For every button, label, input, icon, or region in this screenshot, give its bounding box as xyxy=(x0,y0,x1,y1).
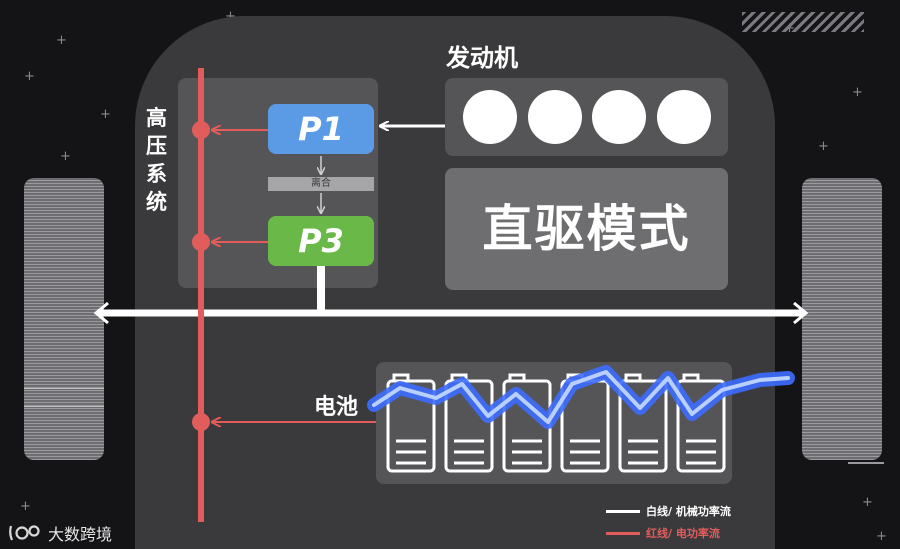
circle-icon xyxy=(463,90,517,144)
battery-cell-icon xyxy=(444,373,494,473)
circle-icon xyxy=(657,90,711,144)
legend-item-red: 红线/ 电功率流 xyxy=(606,524,776,542)
p3-module: P3 xyxy=(268,216,374,266)
mode-title-panel: 直驱模式 xyxy=(445,168,728,290)
hv-system-label: 高 压 系 统 xyxy=(146,106,167,214)
sparkle-icon: + xyxy=(20,499,31,514)
battery-cell-icon xyxy=(618,373,668,473)
p3-label: P3 xyxy=(298,222,344,260)
sparkle-icon: + xyxy=(876,529,887,544)
watermark-text: 大数跨境 xyxy=(48,525,113,544)
battery-label: 电池 xyxy=(314,395,359,420)
mode-title: 直驱模式 xyxy=(482,200,691,258)
axle-arrow-left xyxy=(93,301,109,325)
engine-label: 发动机 xyxy=(446,44,518,72)
legend: 白线/ 机械功率流 红线/ 电功率流 xyxy=(606,502,776,542)
sparkle-icon: + xyxy=(862,495,873,510)
watermark: 大数跨境 xyxy=(8,521,112,545)
hv-node-p3 xyxy=(192,233,210,251)
hv-node-battery xyxy=(192,413,210,431)
sparkle-icon: + xyxy=(100,107,111,122)
engine-panel xyxy=(445,78,728,156)
circle-icon xyxy=(592,90,646,144)
axle-arrow-right xyxy=(793,301,809,325)
tire-left xyxy=(24,178,104,460)
tire-right xyxy=(802,178,882,460)
clutch-label: 离合 xyxy=(311,178,331,189)
circle-icon xyxy=(528,90,582,144)
battery-cell-icon xyxy=(676,373,726,473)
hatch-decoration xyxy=(742,12,864,32)
tire-mark-right xyxy=(848,462,884,486)
sparkle-icon: + xyxy=(56,33,67,48)
battery-cell-icon xyxy=(386,373,436,473)
sparkle-icon: + xyxy=(818,139,829,154)
sparkle-icon: + xyxy=(60,149,71,164)
legend-item-white: 白线/ 机械功率流 xyxy=(606,502,776,520)
sparkle-icon: + xyxy=(24,69,35,84)
clutch-bar: 离合 xyxy=(268,177,374,191)
lightning-icon xyxy=(367,365,795,429)
watermark-logo-icon xyxy=(9,525,40,541)
legend-label-white: 白线/ 机械功率流 xyxy=(646,505,731,518)
legend-swatch-white xyxy=(606,509,640,513)
hv-node-p1 xyxy=(192,121,210,139)
p1-module: P1 xyxy=(268,104,374,154)
legend-swatch-red xyxy=(606,531,640,535)
p1-label: P1 xyxy=(298,110,344,148)
sparkle-icon: + xyxy=(852,85,863,100)
legend-label-red: 红线/ 电功率流 xyxy=(646,527,720,540)
